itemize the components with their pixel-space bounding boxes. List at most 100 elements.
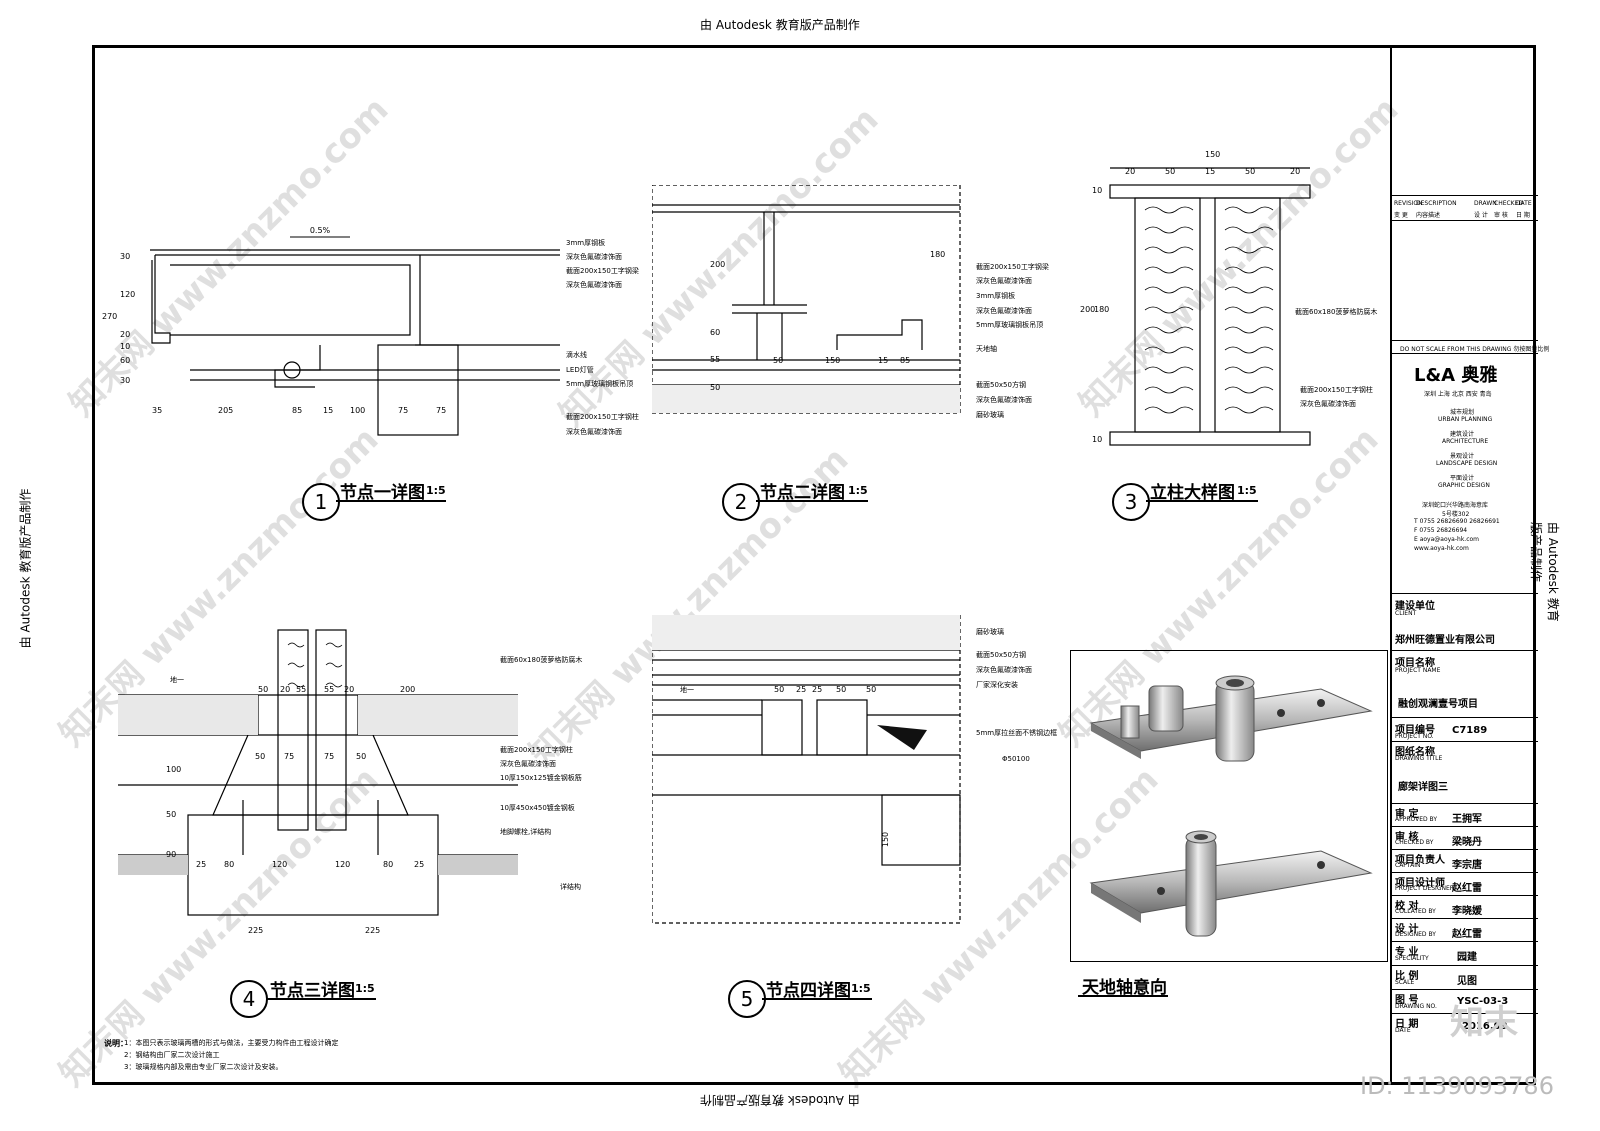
signer-name: 赵红雷 xyxy=(1452,929,1482,940)
detail-1-title: 节点一详图 xyxy=(340,483,425,503)
dim: 50 xyxy=(773,356,784,365)
dim: 15 xyxy=(1205,167,1216,176)
dim: 20 xyxy=(120,330,131,339)
scale-label: SCALE xyxy=(1395,979,1415,986)
email: E aoya@aoya-hk.com xyxy=(1414,536,1480,543)
address: 5号楼302 xyxy=(1442,511,1470,518)
d4-tag: 地一 xyxy=(170,676,184,684)
dim: 55 xyxy=(324,685,335,694)
signer-role: 项目设计师 xyxy=(1395,878,1445,889)
dwgtitle-label: DRAWING TITLE xyxy=(1395,755,1443,762)
d2-label: 深灰色氟碳漆饰面 xyxy=(976,396,1032,404)
rev-header: CHECKED xyxy=(1494,200,1524,207)
photo-caption: 天地轴意向 xyxy=(1082,978,1167,998)
dim: 205 xyxy=(218,406,234,415)
dim: 60 xyxy=(120,356,131,365)
dim: 200 xyxy=(1080,305,1096,314)
rev-header: 设 计 xyxy=(1474,212,1488,219)
corner-brand-logo: 知末 xyxy=(1450,1003,1518,1043)
dim: 55 xyxy=(296,685,307,694)
date-label: DATE xyxy=(1395,1027,1411,1034)
scale-label: 比 例 xyxy=(1395,971,1419,982)
title-block: REVISION DESCRIPTION DRAWN CHECKED DATE … xyxy=(1390,45,1549,1085)
dim: 50 xyxy=(166,810,177,819)
detail-4-scale: 1:5 xyxy=(355,982,375,995)
dim: 15 xyxy=(878,356,889,365)
dim: 180 xyxy=(930,250,946,259)
d1-label: 3mm厚钢板 xyxy=(566,239,606,247)
signer-role: CAPTAIN xyxy=(1395,862,1421,869)
detail-2-number: 2 xyxy=(722,483,760,521)
dim: 20 xyxy=(344,685,355,694)
signer-role: DESIGNED BY xyxy=(1395,931,1436,938)
specialty: 园建 xyxy=(1457,952,1477,963)
dim: 200 xyxy=(710,260,726,269)
d4-label: 地脚螺栓,详结构 xyxy=(500,828,552,836)
detail-3-title: 立柱大样图 xyxy=(1150,483,1235,503)
title-underline xyxy=(336,500,446,502)
dim: 180 xyxy=(1094,305,1110,314)
d5-label: 5mm厚拉丝面不锈钢边框 xyxy=(976,729,1058,737)
dim: 270 xyxy=(102,312,118,321)
dim: 20 xyxy=(1290,167,1301,176)
d2-label: 天地轴 xyxy=(976,345,997,353)
rev-header: DATE xyxy=(1516,200,1532,207)
projno-label: 项目编号 xyxy=(1395,725,1435,736)
dim: 80 xyxy=(224,860,235,869)
dim: 30 xyxy=(120,376,131,385)
drawing-scale: 见图 xyxy=(1457,976,1477,987)
svg-text:0.5%: 0.5% xyxy=(310,226,331,235)
service: LANDSCAPE DESIGN xyxy=(1436,460,1498,467)
d2-label: 截面200x150工字钢梁 xyxy=(976,263,1049,271)
project-label: 项目名称 xyxy=(1395,658,1435,669)
edu-stamp-top: 由 Autodesk 教育版产品制作 xyxy=(700,18,860,32)
signer-name: 赵红雷 xyxy=(1452,883,1482,894)
projno-label: PROJECT NO. xyxy=(1395,733,1434,740)
detail-4-number: 4 xyxy=(230,980,268,1018)
dim: 150 xyxy=(881,831,891,848)
detail-2-title: 节点二详图 xyxy=(760,483,845,503)
dim: 100 xyxy=(350,406,366,415)
title-underline xyxy=(266,998,376,1000)
detail-1-scale: 1:5 xyxy=(426,484,446,497)
signer-role: APPROVED BY xyxy=(1395,816,1438,823)
dim: 50 xyxy=(258,685,269,694)
signer-role: PROJECT DESIGNER xyxy=(1395,885,1454,892)
d2-label: 3mm厚钢板 xyxy=(976,292,1016,300)
dim: 15 xyxy=(323,406,334,415)
service: URBAN PLANNING xyxy=(1438,416,1493,423)
dim: 120 xyxy=(272,860,288,869)
dim: 35 xyxy=(152,406,163,415)
detail-4-title: 节点三详图 xyxy=(270,981,355,1001)
d2-label: 磨砂玻璃 xyxy=(976,411,1004,419)
d4-label: 截面60x180菠萝格防腐木 xyxy=(500,656,583,664)
detail-5-drawing xyxy=(652,615,961,924)
signer-role: 设 计 xyxy=(1395,924,1419,935)
company-cities: 深圳 上海 北京 西安 青岛 xyxy=(1424,391,1492,398)
signer-role: 审 定 xyxy=(1395,809,1419,820)
pivot-hinge-image xyxy=(1089,675,1373,937)
detail-5-scale: 1:5 xyxy=(851,982,871,995)
d5-label: 厂家深化安装 xyxy=(976,681,1018,689)
service: 景观设计 xyxy=(1450,453,1475,460)
d4-label: 10厚150x125镀金钢板筋 xyxy=(500,774,582,782)
dim: 50 xyxy=(836,685,847,694)
dim: 150 xyxy=(1205,150,1221,159)
dim: 100 xyxy=(166,765,182,774)
dim: 10 xyxy=(120,342,131,351)
d4-label: 截面200x150工字钢柱 xyxy=(500,746,573,754)
dim: 20 xyxy=(1125,167,1136,176)
dim: 90 xyxy=(166,850,177,859)
detail-3-scale: 1:5 xyxy=(1237,484,1257,497)
signer-name: 梁晓丹 xyxy=(1452,837,1482,848)
note-2: 2：钢结构由厂家二次设计施工 xyxy=(124,1051,220,1059)
d5-label: Φ50100 xyxy=(1002,755,1030,763)
signer-role: 项目负责人 xyxy=(1395,855,1445,866)
service: 平面设计 xyxy=(1450,475,1475,482)
dim: 25 xyxy=(414,860,425,869)
rev-header: DESCRIPTION xyxy=(1416,200,1457,207)
dim: 60 xyxy=(710,328,721,337)
dim: 75 xyxy=(398,406,409,415)
dim: 120 xyxy=(120,290,136,299)
rev-header: 日 期 xyxy=(1516,212,1530,219)
